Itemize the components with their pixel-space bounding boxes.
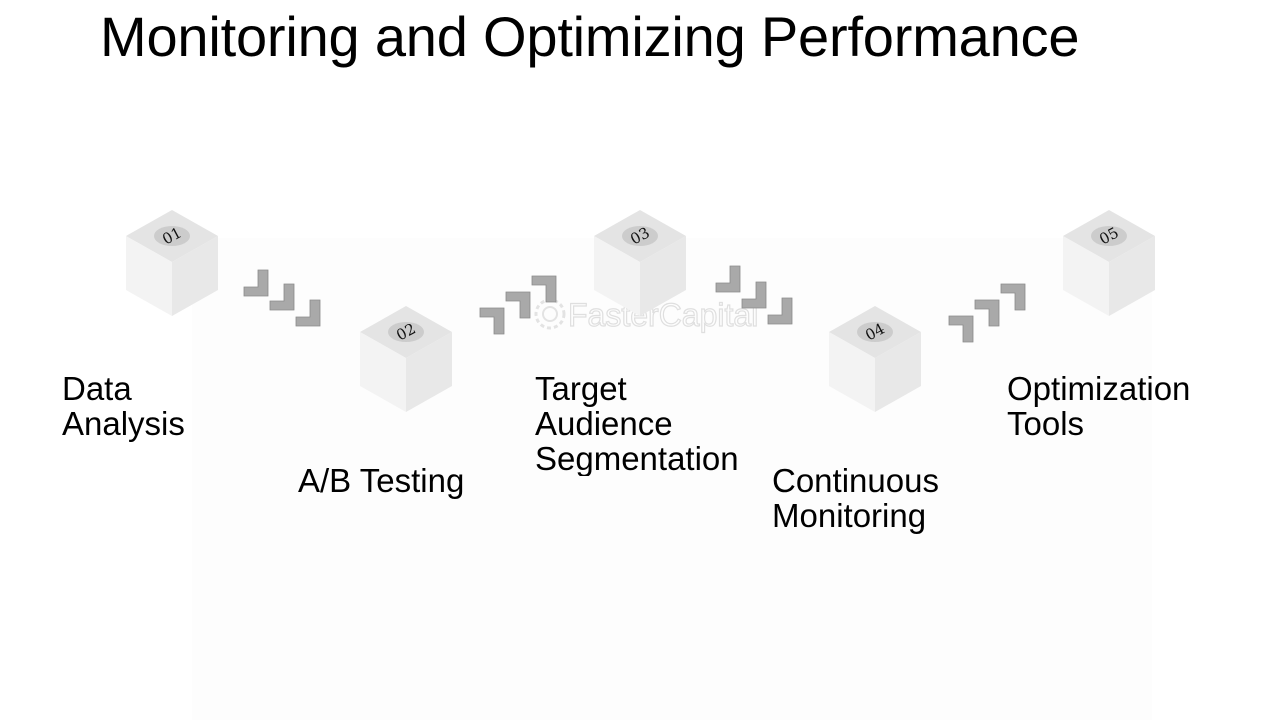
- label-line: Continuous: [772, 462, 939, 499]
- step-label-target-audience-segmentation: Target Audience Segmentation: [535, 371, 745, 476]
- label-line: Data: [62, 370, 132, 407]
- step-cube-03: 03: [590, 208, 690, 318]
- label-line: Tools: [1007, 405, 1085, 442]
- chevron-down-right-icon: [712, 264, 802, 344]
- label-line: Target: [535, 371, 627, 407]
- step-cube-05: 05: [1059, 208, 1159, 318]
- chevron-up-right-icon: [476, 272, 566, 352]
- step-label-optimization-tools: Optimization Tools: [1007, 371, 1190, 441]
- step-cube-02: 02: [356, 304, 456, 414]
- step-label-continuous-monitoring: Continuous Monitoring: [772, 463, 939, 533]
- step-cube-01: 01: [122, 208, 222, 318]
- page-title: Monitoring and Optimizing Performance: [100, 5, 1080, 68]
- chevron-down-right-icon: [240, 268, 330, 348]
- label-line: A/B Testing: [298, 462, 465, 499]
- step-label-data-analysis: Data Analysis: [62, 371, 185, 441]
- label-line: Audience: [535, 405, 673, 442]
- step-cube-04: 04: [825, 304, 925, 414]
- label-line: Analysis: [62, 405, 185, 442]
- label-line: Optimization: [1007, 370, 1191, 407]
- label-line: Segmentation: [535, 440, 739, 476]
- step-label-ab-testing: A/B Testing: [298, 463, 464, 498]
- label-line: Monitoring: [772, 497, 927, 534]
- chevron-up-right-icon: [945, 280, 1035, 360]
